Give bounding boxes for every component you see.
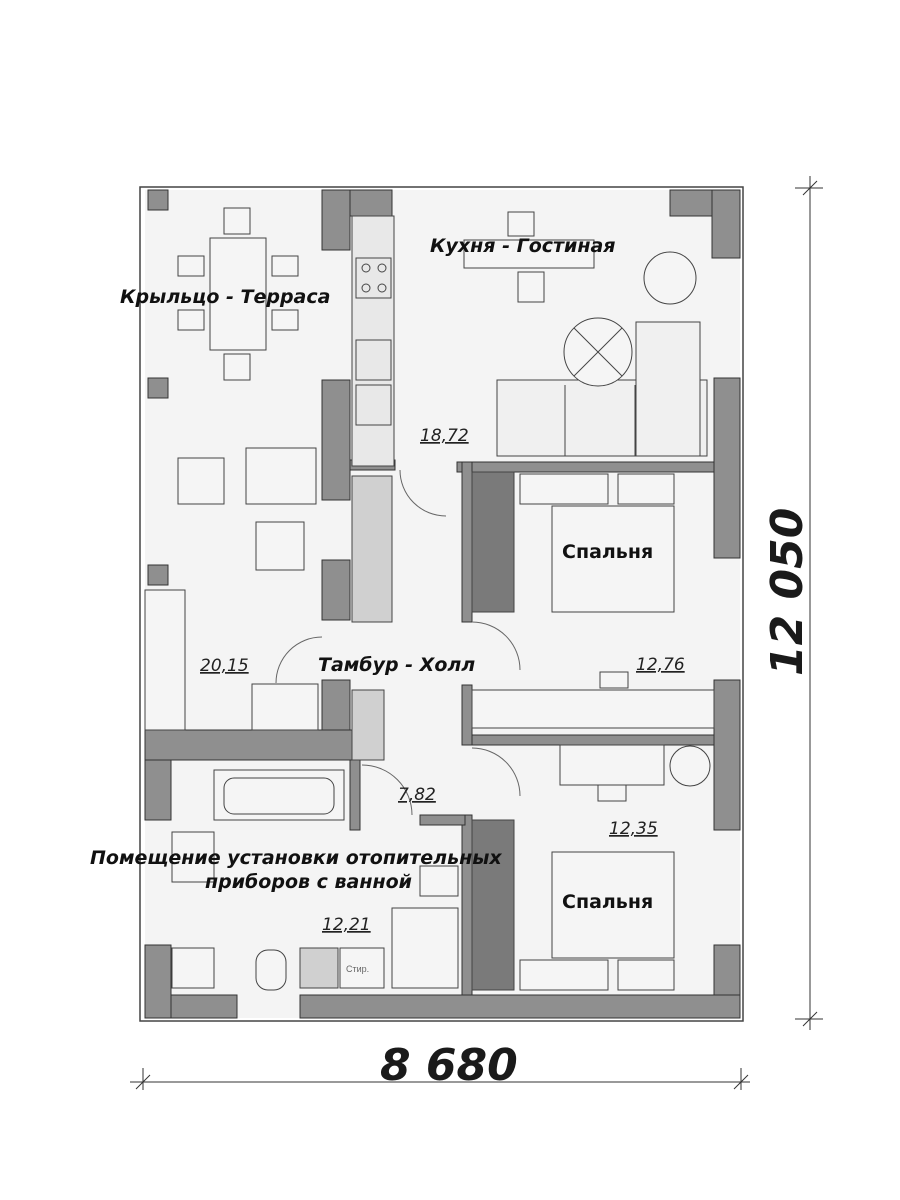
label-terrace: Крыльцо - Терраса xyxy=(120,286,330,308)
kitchen-worktop xyxy=(351,215,395,467)
area-kitchen: 18,72 xyxy=(420,426,469,446)
label-boiler-line2: приборов с ванной xyxy=(205,871,412,893)
bedroom1-furniture xyxy=(471,471,715,729)
terrace-posts xyxy=(147,189,169,586)
door-swings xyxy=(275,469,521,816)
area-terrace: 20,15 xyxy=(200,656,249,676)
dimension-height: 12 050 xyxy=(762,508,813,676)
dimension-width: 8 680 xyxy=(380,1040,518,1091)
area-hall: 7,82 xyxy=(398,785,436,805)
washer-label: Стир. xyxy=(346,964,369,974)
bathroom-fixtures xyxy=(171,769,459,991)
bedroom2-furniture xyxy=(471,744,711,991)
outer-outline xyxy=(139,186,744,1022)
kitchen-dining-set xyxy=(463,211,697,305)
dimension-lines xyxy=(130,176,823,1090)
label-kitchen: Кухня - Гостиная xyxy=(430,235,616,257)
hall-wardrobes xyxy=(351,475,393,761)
label-hall: Тамбур - Холл xyxy=(318,654,475,676)
area-boiler: 12,21 xyxy=(322,915,371,935)
label-boiler-line1: Помещение установки отопительных xyxy=(90,847,502,869)
area-bedroom1: 12,76 xyxy=(636,655,685,675)
walls xyxy=(144,189,741,1019)
label-bedroom1: Спальня xyxy=(562,541,653,563)
terrace-furniture xyxy=(144,207,319,731)
sofa xyxy=(496,317,708,457)
label-bedroom2: Спальня xyxy=(562,891,653,913)
area-bedroom2: 12,35 xyxy=(609,819,658,839)
